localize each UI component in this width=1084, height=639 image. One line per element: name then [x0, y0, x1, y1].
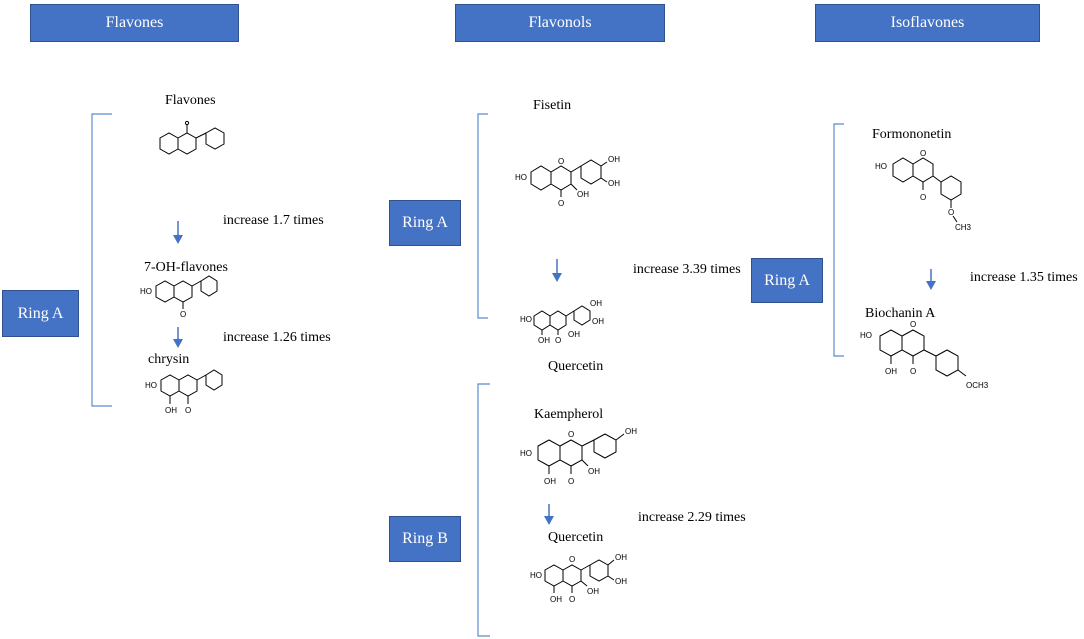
o-label-q1: O: [555, 336, 561, 345]
ho-label-q2: HO: [530, 571, 542, 580]
bracket-flavonols-ring-a: [477, 113, 488, 319]
o-ring-label-b: O: [910, 320, 916, 329]
structure-biochanin-a: HO O OH O OCH3: [860, 320, 989, 390]
oh-label-q1-3: OH: [568, 330, 580, 339]
label-7-oh-flavones: 7-OH-flavones: [144, 260, 228, 275]
oh-label-fisetin-3: OH: [577, 190, 589, 199]
ring-a-box-flavones: Ring A: [2, 290, 79, 337]
oh-label-fisetin-b: OH: [608, 179, 620, 188]
structure-fisetin: HO O O OH OH OH: [515, 155, 620, 208]
o-label-b: O: [910, 367, 916, 376]
header-isoflavones: Isoflavones: [815, 4, 1040, 42]
arrow-down-5: [926, 269, 936, 290]
increase-kaempherol-quercetin: increase 2.29 times: [638, 510, 746, 525]
oh-label-q1-b: OH: [592, 317, 604, 326]
label-kaempherol: Kaempherol: [534, 407, 604, 422]
ho-label-f: HO: [875, 162, 887, 171]
structure-kaempherol: HO O OH O OH OH: [520, 427, 637, 486]
o-label-q2: O: [569, 595, 575, 604]
arrow-down-4: [544, 504, 554, 525]
ring-b-box-flavonols: Ring B: [389, 516, 461, 562]
bracket-flavones: [91, 113, 112, 407]
ring-a-box-flavonols: Ring A: [389, 200, 461, 246]
oh-label-q2-b: OH: [615, 577, 627, 586]
arrow-down-1: [173, 221, 183, 244]
oh-label-1: HO: [140, 287, 152, 296]
ch3-label-f: CH3: [955, 223, 972, 232]
increase-flavones-step1: increase 1.7 times: [223, 213, 324, 228]
o-label-2: O: [185, 406, 191, 415]
oh-label-q1-a: OH: [590, 299, 602, 308]
label-flavones: Flavones: [165, 93, 216, 108]
increase-formononetin-biochanin: increase 1.35 times: [970, 270, 1078, 285]
ring-a-box-isoflavones: Ring A: [751, 258, 823, 303]
label-quercetin-1: Quercetin: [548, 359, 604, 374]
oh-label-b-5: OH: [885, 367, 897, 376]
oh-label-q2-a: OH: [615, 553, 627, 562]
o-label-k: O: [568, 477, 574, 486]
o-label-1: O: [180, 310, 186, 319]
oh-label-q2-3: OH: [587, 587, 599, 596]
o-label-fisetin: O: [558, 199, 564, 208]
structure-formononetin: HO O O O CH3: [875, 149, 972, 232]
structure-quercetin-1: HO OH O OH OH OH: [520, 299, 604, 345]
structure-quercetin-2: HO O OH O OH OH OH: [530, 553, 627, 604]
oh-label-3: OH: [165, 406, 177, 415]
o-ring-label-k: O: [568, 430, 574, 439]
increase-flavones-step2: increase 1.26 times: [223, 330, 331, 345]
o-ring-label-q2: O: [569, 555, 575, 564]
oh-label-fisetin-a: OH: [608, 155, 620, 164]
label-fisetin: Fisetin: [533, 98, 572, 113]
oh-label-q2-5: OH: [550, 595, 562, 604]
arrow-down-2: [173, 327, 183, 348]
oh-label-k-4p: OH: [625, 427, 637, 436]
oh-label-q1-5: OH: [538, 336, 550, 345]
header-flavones: Flavones: [30, 4, 239, 42]
increase-fisetin-quercetin: increase 3.39 times: [633, 262, 741, 277]
structure-chrysin: HO OH O: [145, 369, 223, 415]
header-flavonols: Flavonols: [455, 4, 665, 42]
oh-label-k-5: OH: [544, 477, 556, 486]
bracket-flavonols-ring-b: [477, 383, 490, 637]
o-ring-label-fisetin: O: [558, 157, 564, 166]
o-label-f: O: [920, 193, 926, 202]
ho-label-fisetin: HO: [515, 173, 527, 182]
ho-label-k: HO: [520, 449, 532, 458]
oh-label-2: HO: [145, 381, 157, 390]
label-chrysin: chrysin: [148, 352, 190, 367]
label-formononetin: Formononetin: [872, 127, 952, 142]
structure-flavones: [159, 120, 225, 155]
bracket-isoflavones: [833, 123, 844, 357]
oh-label-k-3: OH: [588, 467, 600, 476]
arrow-down-3: [552, 259, 562, 282]
o-ring-label-f: O: [920, 149, 926, 158]
label-quercetin-2: Quercetin: [548, 530, 604, 545]
label-biochanin-a: Biochanin A: [865, 306, 936, 321]
ho-label-q1: HO: [520, 315, 532, 324]
o-methoxy-label-f: O: [948, 208, 954, 217]
ho-label-b: HO: [860, 331, 872, 340]
och3-label-b: OCH3: [966, 381, 989, 390]
structure-7-oh-flavones: HO O: [140, 275, 218, 319]
